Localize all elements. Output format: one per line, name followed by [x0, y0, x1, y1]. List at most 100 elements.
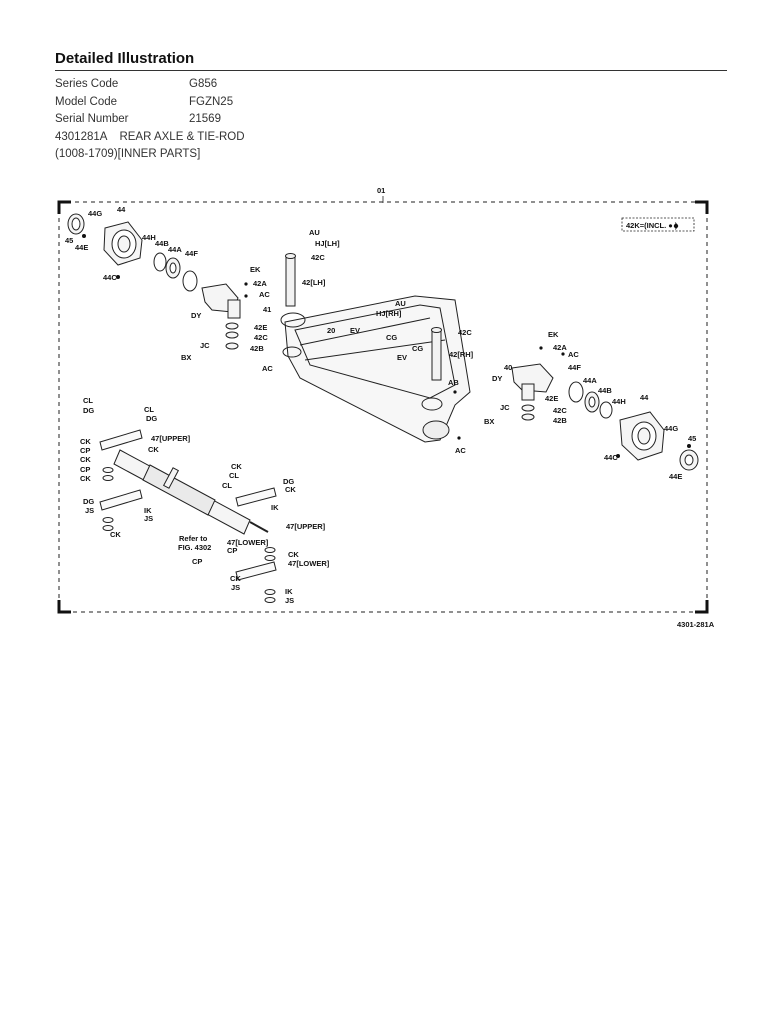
callout: JS: [144, 514, 153, 523]
leader-markers: [82, 223, 691, 458]
callout: 42B: [250, 344, 264, 353]
callout: EV: [350, 326, 360, 335]
callout: CK: [285, 485, 296, 494]
callout: CP: [192, 557, 202, 566]
callout: 44A: [583, 376, 597, 385]
callout: 44E: [75, 243, 88, 252]
figure-caption: 4301281A REAR AXLE & TIE-ROD: [55, 129, 245, 147]
callout: 42[LH]: [302, 278, 326, 287]
legend-text: 42K=(INCL. ● ): [626, 221, 678, 230]
callout: AC: [568, 350, 579, 359]
callout: CP: [227, 546, 237, 555]
callout: JC: [500, 403, 510, 412]
callout: CP: [80, 465, 90, 474]
callout: 47[LOWER]: [227, 538, 269, 547]
callout: CK: [110, 530, 121, 539]
callout: 44F: [568, 363, 581, 372]
callout: DY: [191, 311, 201, 320]
steering-cylinder: [113, 449, 269, 535]
callout: CK: [80, 474, 91, 483]
callout: DG: [83, 406, 94, 415]
callout: CK: [230, 574, 241, 583]
callout: IK: [271, 503, 279, 512]
callout: 42B: [553, 416, 567, 425]
tie-rod-links: [99, 429, 277, 603]
refer-note: Refer to: [179, 534, 208, 543]
field-series-code: Series Code G856: [55, 76, 245, 94]
callout-labels: 44G 44 45 44E 44H 44B 44A 44F 44C AU HJ[…: [65, 205, 696, 605]
hub-assembly-rh: [568, 381, 699, 471]
callout: HJ[RH]: [376, 309, 402, 318]
callout: JS: [285, 596, 294, 605]
frame-corners: [57, 200, 709, 614]
callout: EV: [397, 353, 407, 362]
callout: CG: [412, 344, 423, 353]
field-label: Serial Number: [55, 113, 129, 125]
callout: CL: [222, 481, 232, 490]
callout: CL: [144, 405, 154, 414]
callout: 42A: [553, 343, 567, 352]
callout: 44G: [664, 424, 678, 433]
callout: JS: [85, 506, 94, 515]
callout: AC: [455, 446, 466, 455]
callout: 44C: [103, 273, 117, 282]
callout: 45: [688, 434, 696, 443]
callout: 42C: [553, 406, 567, 415]
callout: 42[RH]: [449, 350, 474, 359]
callout: 42C: [254, 333, 268, 342]
callout: AB: [448, 378, 459, 387]
top-ref-label: 01: [377, 186, 385, 195]
callout: DG: [83, 497, 94, 506]
callout: 44B: [598, 386, 612, 395]
callout: EK: [250, 265, 261, 274]
field-label: Model Code: [55, 95, 118, 108]
king-pin-lh: [285, 253, 296, 307]
callout: AU: [395, 299, 406, 308]
callout: JS: [231, 583, 240, 592]
callout: HJ[LH]: [315, 239, 340, 248]
callout: CP: [80, 446, 90, 455]
callout: EK: [548, 330, 559, 339]
callout: 44H: [142, 233, 156, 242]
callout: AU: [309, 228, 320, 237]
info-block: Series Code G856 Model Code FGZN25 Serial …: [55, 76, 245, 164]
serial-range: (1008-1709)[INNER PARTS]: [55, 148, 201, 160]
callout: AC: [262, 364, 273, 373]
callout: 41: [263, 305, 271, 314]
callout: AC: [259, 290, 270, 299]
callout: 42C: [458, 328, 472, 337]
caption-code: 4301281A: [55, 130, 108, 143]
callout: DG: [146, 414, 157, 423]
field-label: Series Code: [55, 78, 119, 90]
field-value: G856: [189, 78, 218, 90]
callout: 47[UPPER]: [286, 522, 326, 531]
callout: 44C: [604, 453, 618, 462]
page-title: Detailed Illustration: [55, 50, 195, 67]
caption-title: REAR AXLE & TIE-ROD: [119, 130, 245, 143]
callout: 44H: [612, 397, 626, 406]
title-divider: [55, 70, 727, 71]
callout: 42E: [545, 394, 558, 403]
callout: 42E: [254, 323, 267, 332]
callout: 42A: [253, 279, 267, 288]
callout: 47[UPPER]: [151, 434, 191, 443]
callout: 44G: [88, 209, 102, 218]
diagram-frame: [58, 201, 708, 613]
callout: CG: [386, 333, 397, 342]
refer-note: FIG. 4302: [178, 543, 211, 552]
callout: CK: [80, 437, 91, 446]
axle-beam: [280, 295, 471, 443]
callout: BX: [484, 417, 494, 426]
knuckle-rh: [511, 363, 554, 421]
callout: CK: [148, 445, 159, 454]
knuckle-lh: [201, 283, 241, 350]
callout: DY: [492, 374, 502, 383]
callout: CL: [83, 396, 93, 405]
callout: 44A: [168, 245, 182, 254]
legend-box: 42K=(INCL. ● ): [621, 217, 695, 232]
callout: 47[LOWER]: [288, 559, 330, 568]
callout: 42C: [311, 253, 325, 262]
field-value: FGZN25: [189, 95, 234, 108]
